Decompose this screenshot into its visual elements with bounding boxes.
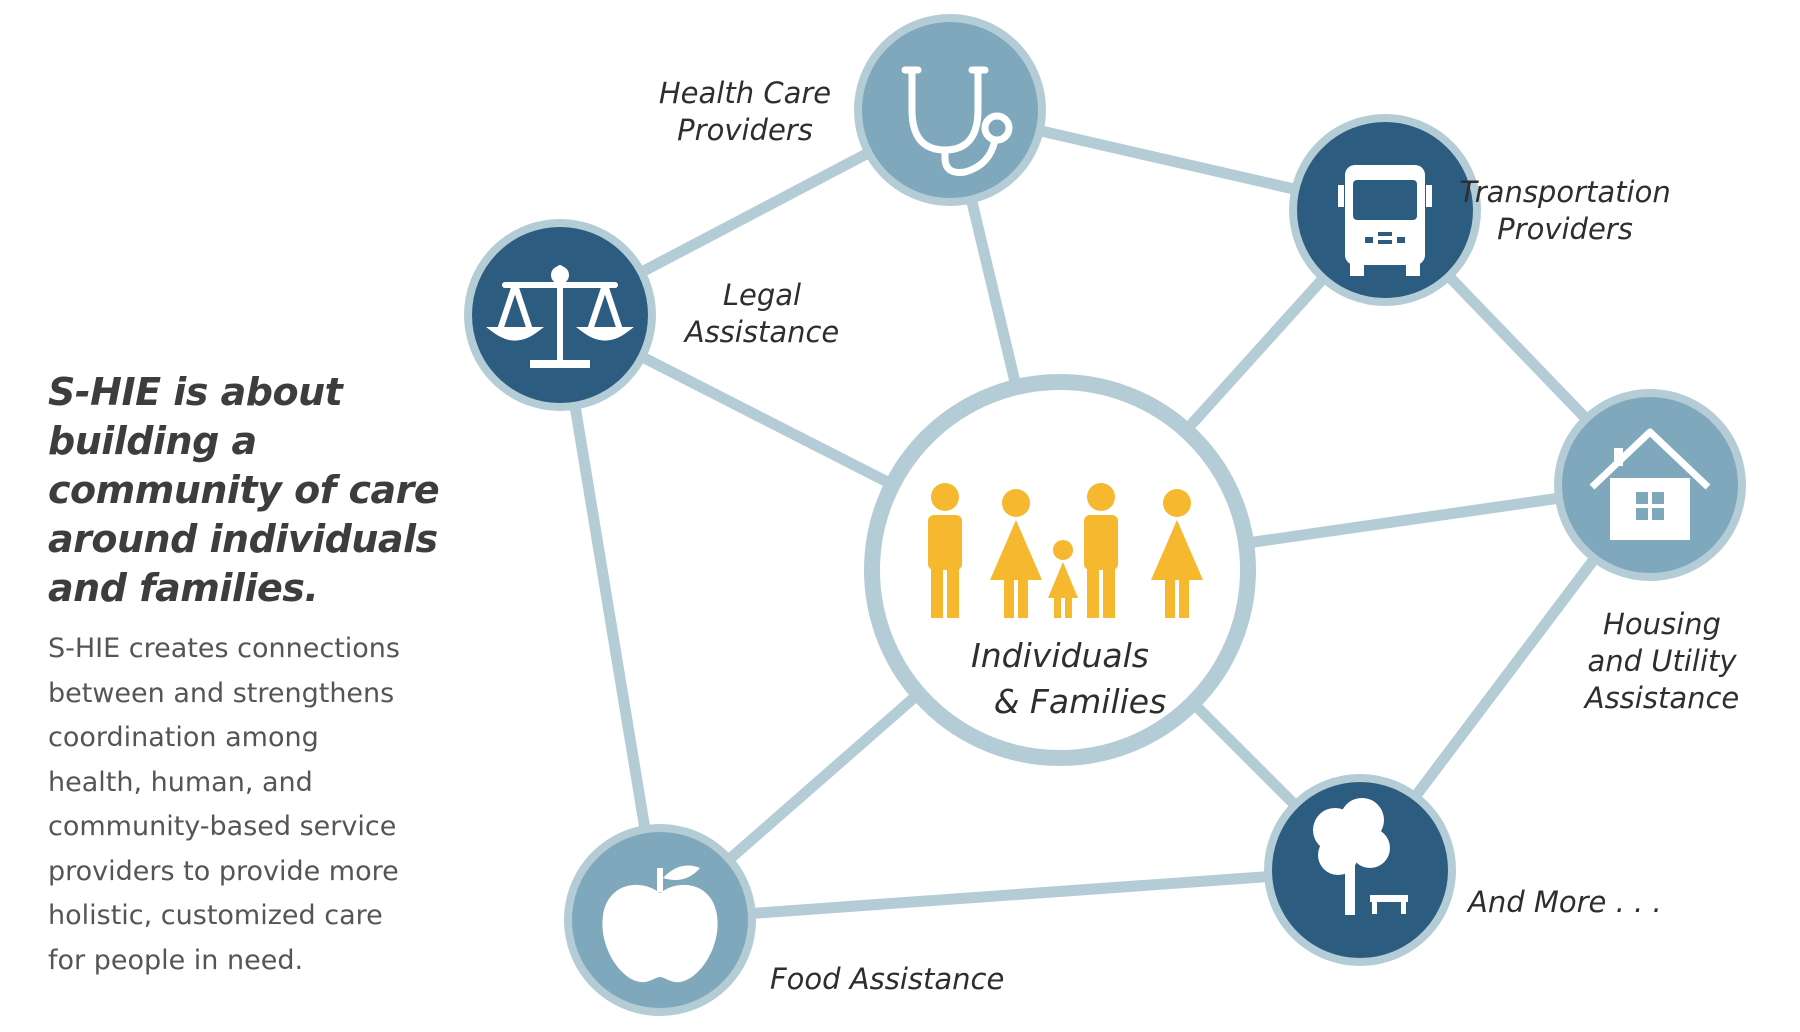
legal-label-line1: Legal bbox=[723, 278, 801, 312]
center-label-line2: & Families bbox=[994, 682, 1167, 721]
node-health-care bbox=[854, 14, 1046, 206]
house-icon bbox=[1589, 428, 1711, 540]
apple-icon bbox=[602, 865, 718, 983]
housing-label-line1: Housing bbox=[1603, 607, 1721, 641]
stethoscope-icon bbox=[901, 66, 1013, 176]
food-label: Food Assistance bbox=[770, 962, 1004, 996]
node-and-more bbox=[1264, 774, 1456, 966]
transport-label-line1: Transportation bbox=[1459, 175, 1670, 209]
connector-food-legal bbox=[554, 309, 666, 926]
health-label-line1: Health Care bbox=[659, 76, 831, 110]
health-label-line2: Providers bbox=[677, 113, 813, 147]
transport-label-line2: Providers bbox=[1497, 212, 1633, 246]
node-housing bbox=[1554, 389, 1746, 581]
family-icon bbox=[928, 483, 1203, 618]
more-label: And More . . . bbox=[1466, 885, 1662, 919]
housing-label-line2: and Utility bbox=[1587, 644, 1737, 678]
intro-text-block: S-HIE is about building a community of c… bbox=[48, 368, 448, 983]
node-food bbox=[564, 824, 756, 1016]
legal-label-line2: Assistance bbox=[683, 315, 840, 349]
center-label-line1: Individuals bbox=[971, 636, 1149, 675]
bus-icon bbox=[1338, 165, 1432, 276]
tree-bench-icon bbox=[1313, 798, 1408, 915]
connector-more-food bbox=[654, 864, 1366, 926]
center-node: Individuals & Families bbox=[864, 374, 1256, 766]
housing-label-line3: Assistance bbox=[1583, 681, 1740, 715]
scales-icon bbox=[485, 265, 635, 368]
node-transportation bbox=[1289, 114, 1481, 306]
node-legal bbox=[464, 219, 656, 411]
intro-headline: S-HIE is about building a community of c… bbox=[48, 370, 440, 610]
intro-body: S-HIE creates connections between and st… bbox=[48, 633, 400, 976]
node-labels: Health Care Providers Legal Assistance T… bbox=[659, 76, 1739, 996]
